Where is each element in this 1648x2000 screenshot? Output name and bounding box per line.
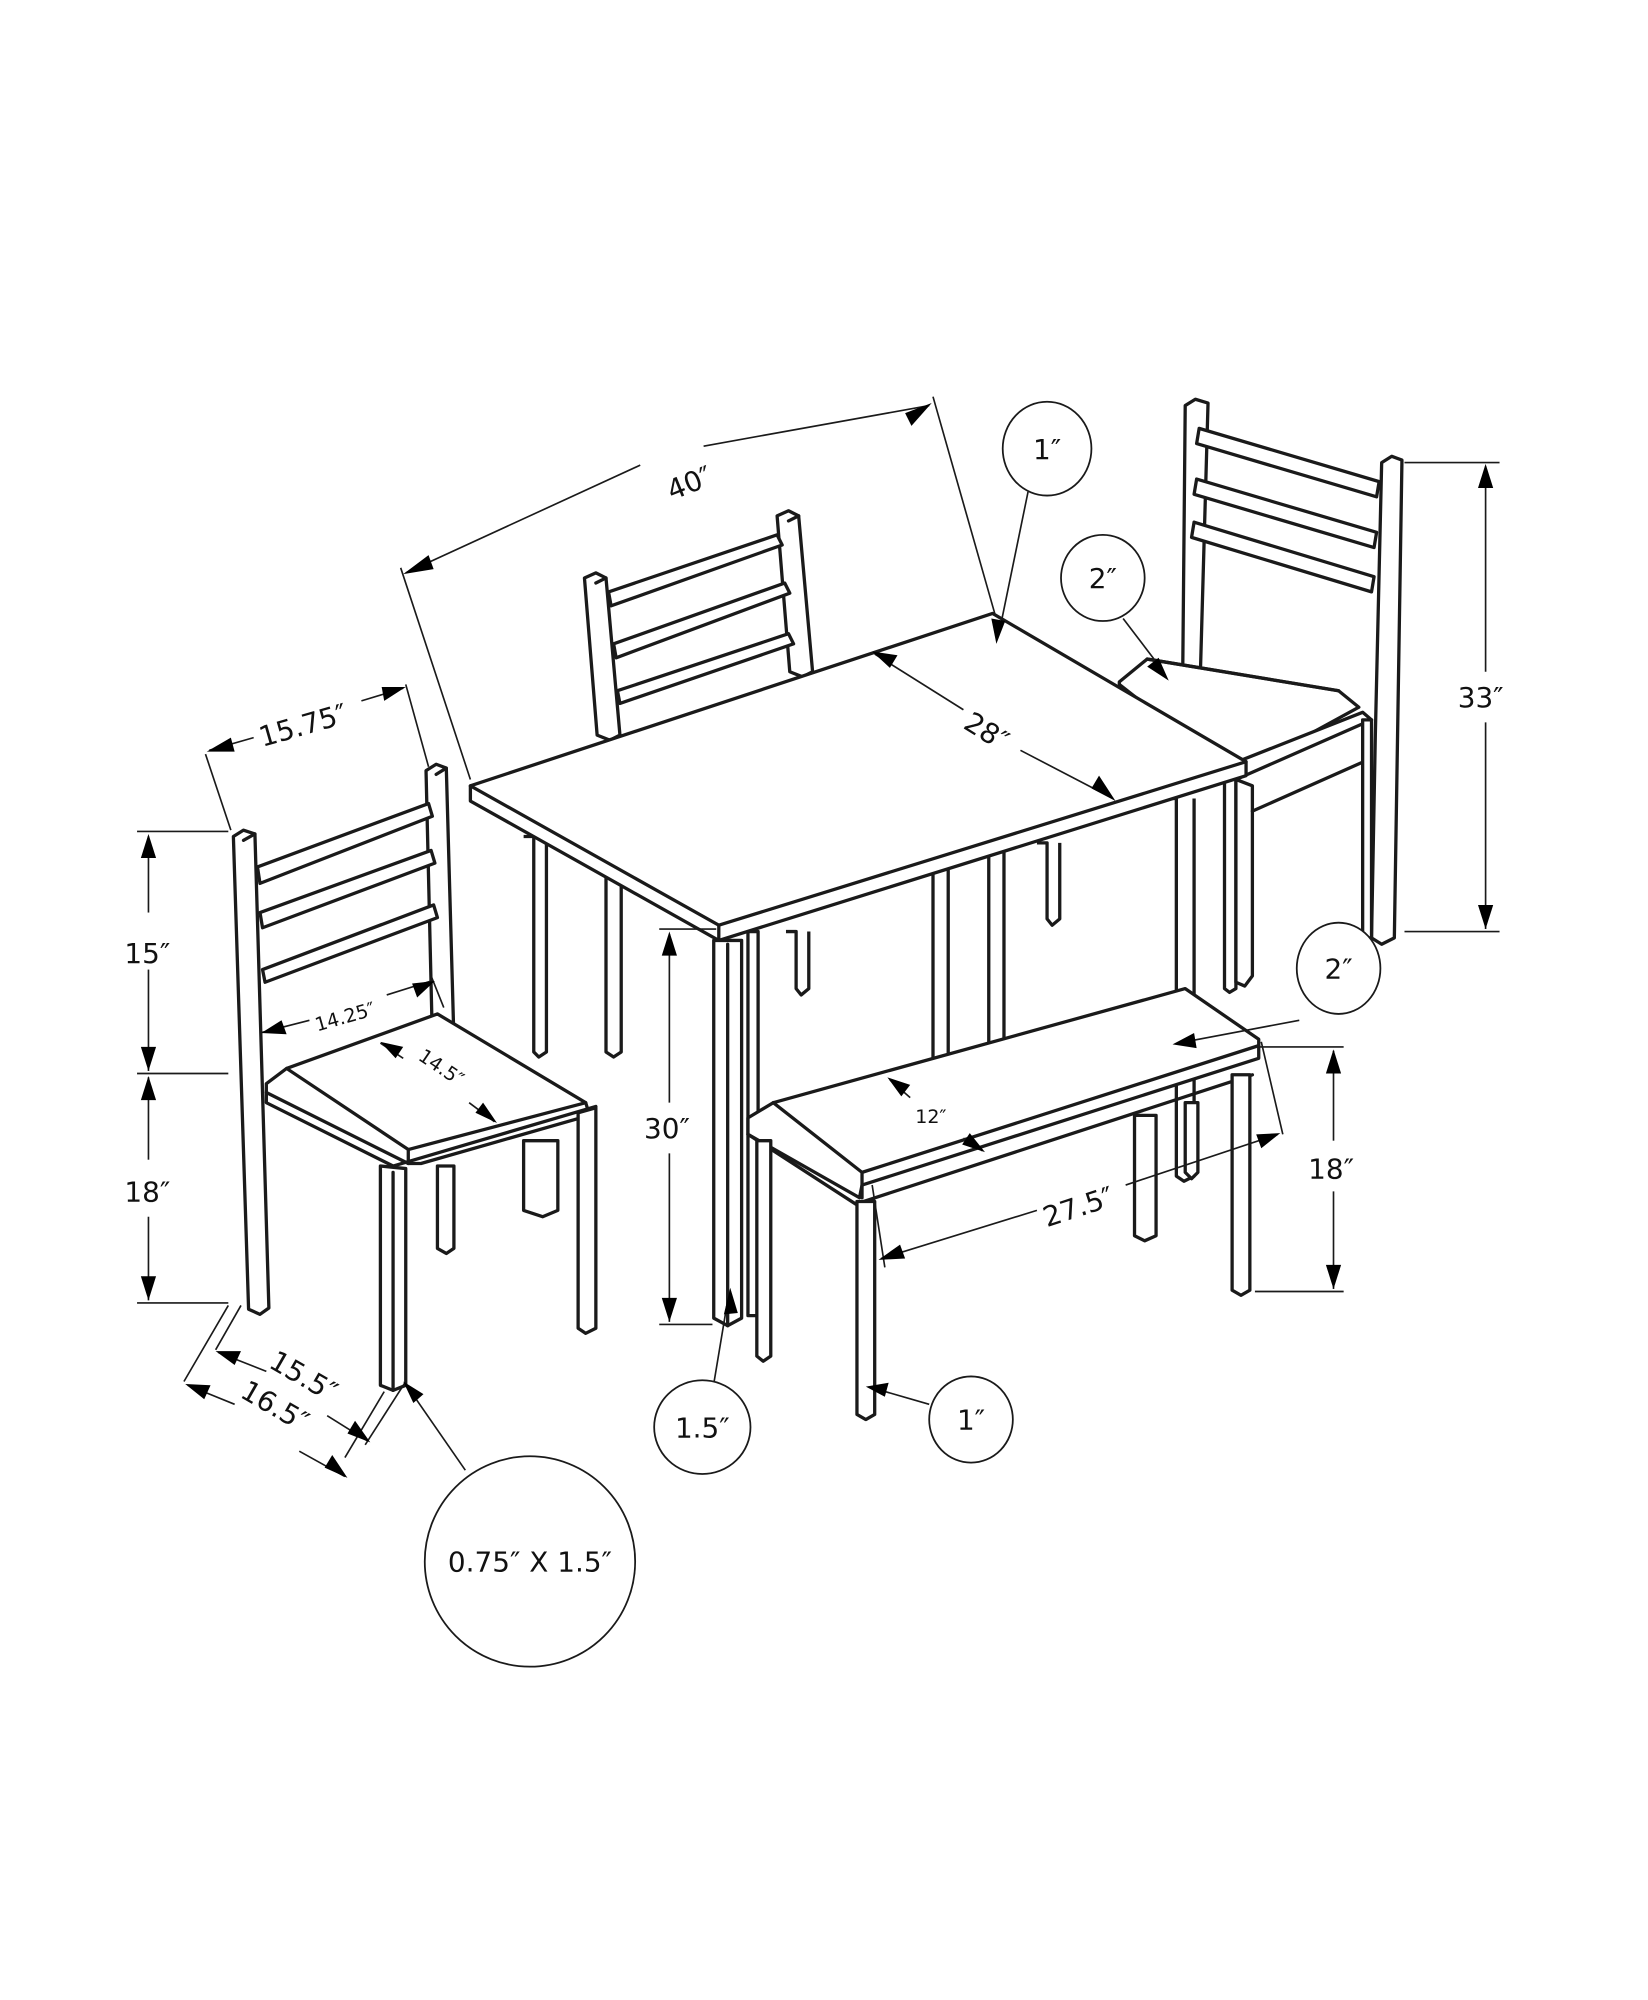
bubble-text-chair-seat: 2″ (1089, 562, 1117, 595)
dimension-lines (137, 396, 1500, 1478)
bench (746, 986, 1261, 1422)
label-table-length: 40″ (662, 459, 717, 507)
label-bench-length: 27.5″ (1039, 1180, 1118, 1234)
label-chair-back-height: 15″ (124, 937, 170, 970)
label-chair-seat-width: 14.25″ (313, 998, 378, 1036)
bubble-text-table-top: 1″ (1033, 433, 1061, 466)
table (468, 611, 1248, 1328)
chair-right (1117, 397, 1404, 995)
chair-back (582, 509, 815, 742)
label-chair-seat-height: 18″ (124, 1176, 170, 1209)
bubble-text-table-leg: 1.5″ (675, 1411, 730, 1444)
bubble-text-chair-leg: 0.75″ X 1.5″ (448, 1546, 612, 1579)
callout-leaders (403, 491, 1300, 1471)
chair-left (231, 762, 598, 1393)
callout-chair-leg (423, 1455, 637, 1668)
label-chair-back-width: 15.75″ (255, 697, 351, 754)
callout-chair-seat-thickness (1060, 533, 1146, 622)
callout-bubbles (423, 400, 1382, 1668)
callout-table-leg (653, 1379, 752, 1475)
label-bench-depth: 12″ (915, 1106, 946, 1128)
label-bench-height: 18″ (1308, 1153, 1354, 1186)
label-chair-total-height: 33″ (1458, 681, 1504, 714)
chair-back-legs (785, 841, 1062, 997)
callout-bench-seat-thickness (1295, 921, 1382, 1015)
bubble-text-bench-leg: 1″ (957, 1404, 985, 1437)
callout-table-top-thickness (1001, 400, 1093, 497)
callout-bench-leg (928, 1375, 1014, 1464)
label-table-height: 30″ (644, 1112, 690, 1145)
labels: 40″ 28″ 15.75″ 15″ 18″ 14.25″ 14.5″ 30″ … (124, 433, 1503, 1579)
bubble-text-bench-seat: 2″ (1324, 952, 1352, 985)
